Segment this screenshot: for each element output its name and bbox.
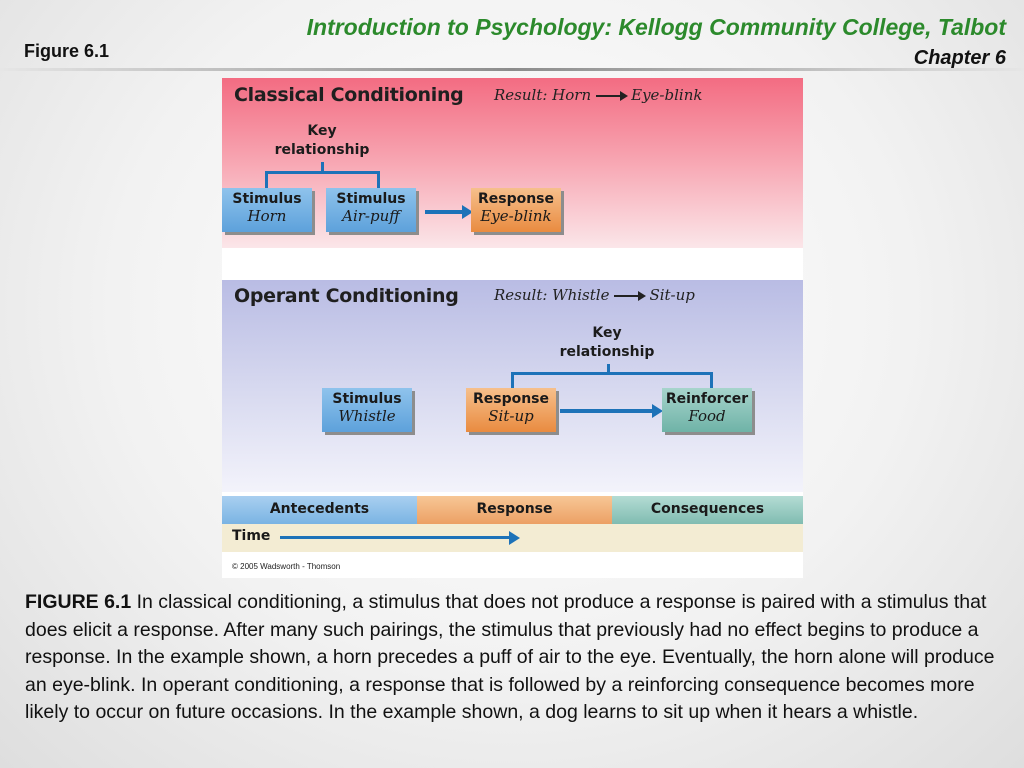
box-heading: Stimulus bbox=[336, 191, 406, 207]
caption-body: In classical conditioning, a stimulus th… bbox=[25, 591, 995, 723]
operant-key-line2: relationship bbox=[559, 344, 655, 360]
operant-result-suffix: Sit-up bbox=[649, 286, 695, 304]
header-divider bbox=[0, 68, 1024, 71]
classical-stimulus-airpuff-box: Stimulus Air-puff bbox=[326, 188, 416, 232]
box-heading: Response bbox=[477, 191, 555, 207]
box-subtitle: Air-puff bbox=[342, 207, 400, 225]
time-arrow-icon bbox=[280, 531, 520, 545]
copyright-notice: © 2005 Wadsworth - Thomson bbox=[232, 562, 341, 571]
operant-result: Result: Whistle Sit-up bbox=[494, 286, 695, 304]
box-heading: Reinforcer bbox=[665, 391, 749, 407]
classical-result: Result: Horn Eye-blink bbox=[494, 86, 702, 104]
box-subtitle: Sit-up bbox=[488, 407, 534, 425]
operant-title: Operant Conditioning bbox=[234, 285, 459, 307]
operant-bracket bbox=[511, 372, 713, 391]
consequences-segment: Consequences bbox=[612, 496, 803, 524]
classical-response-box: Response Eye-blink bbox=[471, 188, 561, 232]
classical-title: Classical Conditioning bbox=[234, 84, 464, 106]
operant-arrow-icon bbox=[560, 404, 663, 418]
time-row: Time bbox=[222, 524, 803, 552]
timeline-bar: Antecedents Response Consequences bbox=[222, 496, 803, 524]
classical-bracket bbox=[265, 171, 380, 191]
classical-arrow-icon bbox=[425, 205, 473, 219]
classical-result-suffix: Eye-blink bbox=[631, 86, 703, 104]
figure-caption: FIGURE 6.1 In classical conditioning, a … bbox=[25, 589, 1010, 727]
caption-lead: FIGURE 6.1 bbox=[25, 591, 132, 613]
classical-bracket-stem bbox=[321, 162, 324, 171]
response-segment: Response bbox=[417, 496, 612, 524]
operant-stimulus-whistle-box: Stimulus Whistle bbox=[322, 388, 412, 432]
classical-key-relationship: Key relationship bbox=[267, 122, 377, 160]
operant-result-prefix: Result: Whistle bbox=[494, 286, 610, 304]
operant-response-box: Response Sit-up bbox=[466, 388, 556, 432]
presentation-title: Introduction to Psychology: Kellogg Comm… bbox=[306, 14, 1006, 40]
result-arrow-icon bbox=[614, 291, 647, 301]
operant-bracket-stem bbox=[607, 364, 610, 372]
antecedents-segment: Antecedents bbox=[222, 496, 417, 524]
box-subtitle: Food bbox=[688, 407, 726, 425]
box-subtitle: Horn bbox=[247, 207, 287, 225]
classical-stimulus-horn-box: Stimulus Horn bbox=[222, 188, 312, 232]
classical-key-line1: Key bbox=[307, 123, 337, 139]
figure-label: Figure 6.1 bbox=[24, 41, 110, 61]
classical-key-line2: relationship bbox=[274, 142, 370, 158]
box-heading: Response bbox=[472, 391, 550, 407]
operant-key-line1: Key bbox=[592, 325, 622, 341]
box-heading: Stimulus bbox=[232, 191, 302, 207]
time-label: Time bbox=[232, 528, 271, 544]
result-arrow-icon bbox=[596, 91, 629, 101]
chapter-label: Chapter 6 bbox=[913, 47, 1006, 69]
operant-reinforcer-box: Reinforcer Food bbox=[662, 388, 752, 432]
box-subtitle: Eye-blink bbox=[480, 207, 552, 225]
box-subtitle: Whistle bbox=[338, 407, 396, 425]
box-heading: Stimulus bbox=[332, 391, 402, 407]
operant-key-relationship: Key relationship bbox=[552, 324, 662, 362]
classical-result-prefix: Result: Horn bbox=[494, 86, 592, 104]
